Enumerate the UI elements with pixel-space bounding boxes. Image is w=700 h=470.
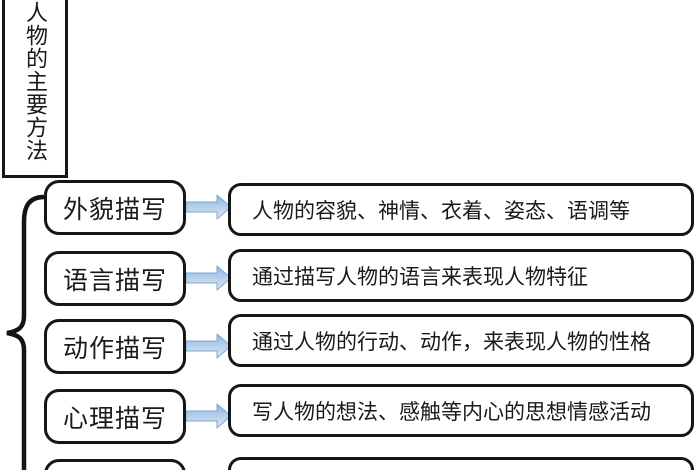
title-box: 人物的主要方法 <box>2 0 68 178</box>
diagram-title: 人物的主要方法 <box>23 1 48 162</box>
right-arrow-icon <box>186 333 231 359</box>
right-arrow-icon <box>186 265 231 291</box>
method-box-psychology: 心理描写 <box>44 389 186 444</box>
right-arrow-icon <box>186 194 231 220</box>
description-box-language: 通过描写人物的语言来表现人物特征 <box>228 249 694 302</box>
description-box-psychology: 写人物的想法、感触等内心的思想情感活动 <box>228 384 694 437</box>
description-box-partial <box>228 457 694 470</box>
description-text: 通过描写人物的语言来表现人物特征 <box>252 264 588 289</box>
left-brace-icon <box>6 194 47 470</box>
method-box-appearance: 外貌描写 <box>44 180 186 235</box>
method-label: 外貌描写 <box>62 196 167 224</box>
method-box-partial <box>44 459 186 470</box>
description-text: 人物的容貌、神情、衣着、姿态、语调等 <box>252 198 630 223</box>
description-text: 写人物的想法、感触等内心的思想情感活动 <box>252 399 651 424</box>
method-label: 动作描写 <box>62 335 167 363</box>
right-arrow-icon <box>186 403 231 429</box>
method-box-action: 动作描写 <box>44 319 186 374</box>
method-label: 心理描写 <box>62 405 167 433</box>
method-box-language: 语言描写 <box>44 251 186 306</box>
method-label: 语言描写 <box>62 267 167 295</box>
description-text: 通过人物的行动、动作，来表现人物的性格 <box>252 329 651 354</box>
description-box-appearance: 人物的容貌、神情、衣着、姿态、语调等 <box>228 183 694 236</box>
description-box-action: 通过人物的行动、动作，来表现人物的性格 <box>228 314 694 367</box>
